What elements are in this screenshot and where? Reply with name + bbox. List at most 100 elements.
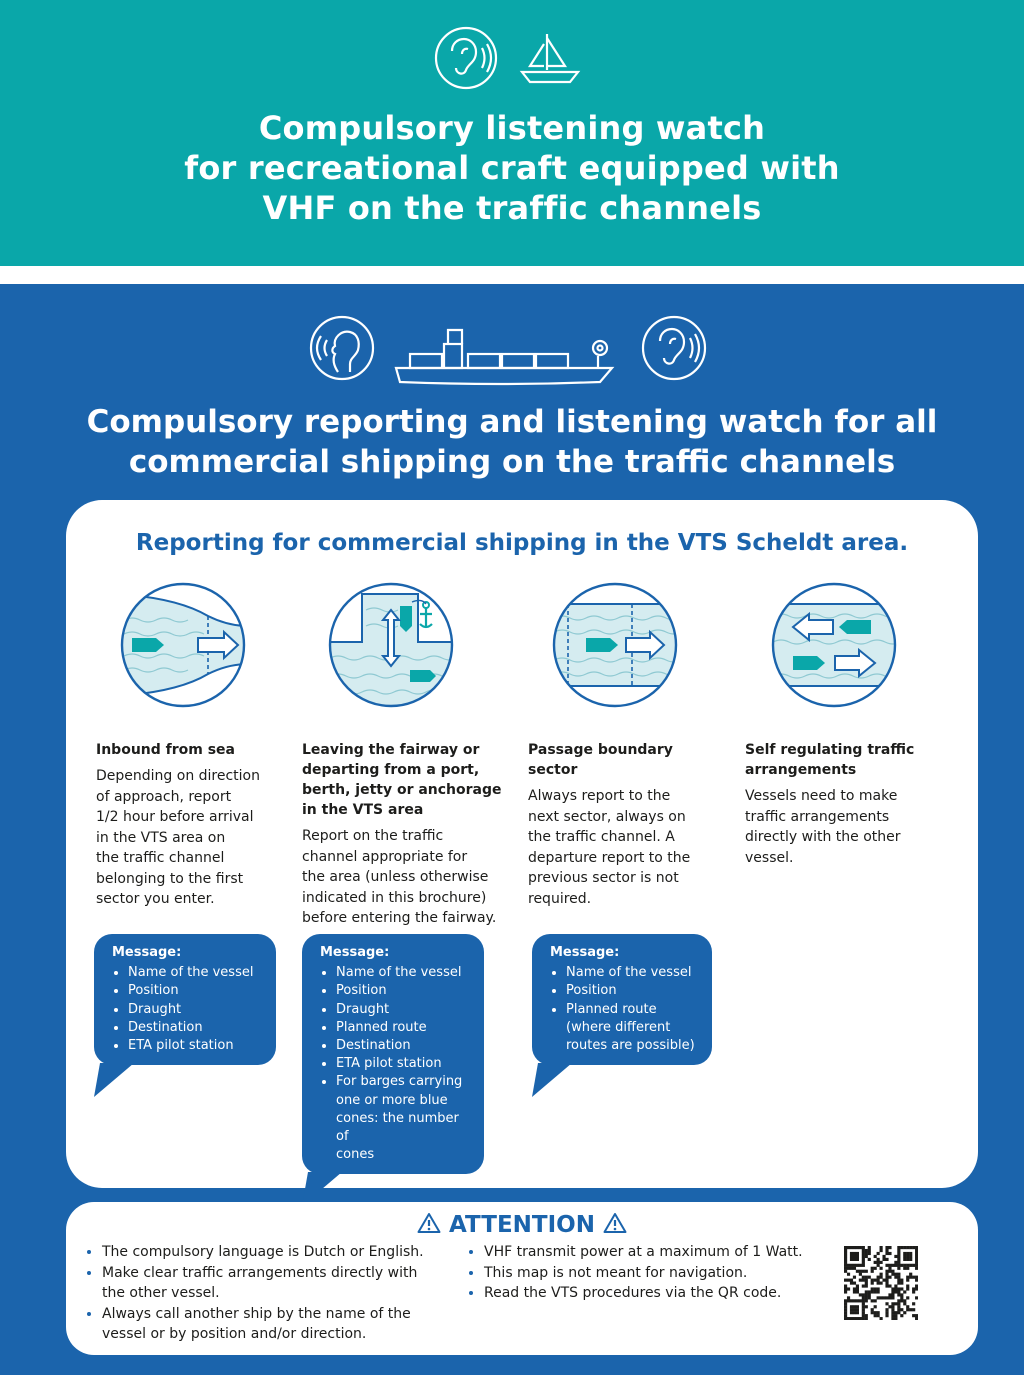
column-self-regulating: Self regulating traffic arrangements Ves… — [745, 580, 945, 868]
text-line: traffic arrangements — [745, 808, 890, 825]
attention-item: Read the VTS procedures via the QR code. — [484, 1283, 844, 1304]
message-item: Draught — [336, 1001, 470, 1019]
message-item-line: cones: the number of — [336, 1110, 459, 1145]
column-title: Self regulating traffic arrangements — [745, 740, 945, 780]
column-description: Vessels need to make traffic arrangement… — [745, 786, 945, 868]
column-title: Leaving the fairway or departing from a … — [302, 740, 512, 820]
message-item: Position — [128, 982, 262, 1000]
column-title: Inbound from sea — [96, 740, 266, 760]
qr-code[interactable] — [844, 1246, 918, 1320]
recreational-craft-title: Compulsory listening watch for recreatio… — [0, 108, 1024, 228]
text-line: 1/2 hour before arrival — [96, 809, 254, 825]
attention-item-line: Always call another ship by the name of … — [102, 1305, 411, 1322]
title-line: Self regulating traffic — [745, 742, 915, 758]
column-description: Always report to the next sector, always… — [528, 786, 718, 909]
column-description: Report on the traffic channel appropriat… — [302, 826, 512, 929]
message-item-line: routes are possible) — [566, 1038, 695, 1054]
attention-item: The compulsory language is Dutch or Engl… — [102, 1242, 482, 1263]
title-line: in the VTS area — [302, 802, 424, 818]
column-leaving-fairway: Leaving the fairway or departing from a … — [302, 580, 512, 929]
attention-item: VHF transmit power at a maximum of 1 Wat… — [484, 1242, 844, 1263]
bubble-tail — [302, 1172, 342, 1207]
text-line: required. — [528, 890, 592, 907]
text-line: belonging to the first — [96, 870, 244, 887]
speaking-head-icon — [309, 315, 375, 381]
title-line: departing from a port, — [302, 762, 480, 778]
cargo-ship-icon — [394, 328, 615, 386]
attention-heading: ATTENTION — [66, 1210, 978, 1240]
message-item: Name of the vessel — [128, 964, 262, 982]
message-list: Name of the vessel Position Planned rout… — [550, 964, 698, 1055]
message-bubble-leaving-fairway: Message: Name of the vessel Position Dra… — [302, 934, 484, 1207]
column-inbound-from-sea: Inbound from sea Depending on direction … — [96, 580, 266, 910]
attention-item: Make clear traffic arrangements directly… — [102, 1263, 482, 1304]
message-item-line: (where different — [566, 1019, 671, 1035]
message-bubble-inbound: Message: Name of the vessel Position Dra… — [94, 934, 276, 1098]
attention-item: Always call another ship by the name of … — [102, 1304, 482, 1345]
warning-icon — [417, 1213, 441, 1233]
title-line: berth, jetty or anchorage — [302, 782, 502, 798]
blue-icons — [309, 315, 707, 386]
self-regulating-traffic-icon — [771, 582, 897, 708]
attention-list-left: The compulsory language is Dutch or Engl… — [86, 1242, 482, 1345]
title-line: Inbound from sea — [96, 742, 235, 758]
message-item-line: one or more blue — [336, 1092, 448, 1108]
message-item: Position — [336, 982, 470, 1000]
recreational-title-line: Compulsory listening watch — [258, 109, 766, 147]
passage-boundary-icon — [552, 582, 678, 708]
text-line: indicated in this brochure) — [302, 889, 487, 906]
message-item: Name of the vessel — [336, 964, 470, 982]
attention-title: ATTENTION — [449, 1212, 595, 1238]
recreational-craft-section: Compulsory listening watch for recreatio… — [0, 0, 1024, 266]
text-line: directly with the other — [745, 829, 901, 845]
text-line: previous sector is not — [528, 870, 679, 886]
message-item: Planned route — [336, 1019, 470, 1037]
commercial-title-line: commercial shipping on the traffic chann… — [128, 444, 896, 480]
message-item: Draught — [128, 1001, 262, 1019]
reporting-heading: Reporting for commercial shipping in the… — [135, 530, 909, 556]
text-line: Always report to the — [528, 788, 671, 804]
text-line: the traffic channel — [96, 850, 225, 866]
message-item: Position — [566, 982, 698, 1000]
reporting-card: Reporting for commercial shipping in the… — [66, 500, 978, 1207]
message-label: Message: — [320, 945, 390, 960]
ear-icon — [434, 26, 498, 90]
title-line: Leaving the fairway or — [302, 742, 480, 758]
recreational-title-line: VHF on the traffic channels — [262, 189, 762, 227]
text-line: vessel. — [745, 849, 794, 866]
warning-icon — [603, 1213, 627, 1233]
message-item-line: For barges carrying — [336, 1074, 463, 1090]
attention-item-line: vessel or by position and/or direction. — [102, 1326, 367, 1342]
recreational-title-line: for recreational craft equipped with — [184, 149, 840, 187]
message-label: Message: — [550, 945, 620, 960]
column-title: Passage boundary sector — [528, 740, 718, 780]
attention-card: ATTENTION The compulsory language is Dut… — [66, 1202, 978, 1355]
message-item: For barges carrying one or more blue con… — [336, 1073, 470, 1164]
text-line: Depending on direction — [96, 768, 260, 784]
text-line: departure report to the — [528, 849, 691, 866]
message-list: Name of the vessel Position Draught Plan… — [320, 964, 470, 1164]
inbound-from-sea-icon — [120, 582, 246, 708]
text-line: before entering the fairway. — [302, 910, 497, 926]
attention-list-right: VHF transmit power at a maximum of 1 Wat… — [468, 1242, 844, 1304]
text-line: channel appropriate for — [302, 848, 468, 865]
title-line: sector — [528, 762, 578, 778]
message-label: Message: — [112, 945, 182, 960]
bubble-tail — [94, 1063, 134, 1098]
message-item-line: cones — [336, 1147, 375, 1163]
text-line: of approach, report — [96, 788, 232, 805]
sailboat-icon — [519, 34, 581, 84]
teal-icons — [434, 26, 581, 90]
attention-item-line: Make clear traffic arrangements directly… — [102, 1264, 418, 1281]
message-list: Name of the vessel Position Draught Dest… — [112, 964, 262, 1055]
message-item: Name of the vessel — [566, 964, 698, 982]
message-item: ETA pilot station — [336, 1055, 470, 1073]
text-line: in the VTS area on — [96, 829, 226, 846]
column-description: Depending on direction of approach, repo… — [96, 766, 266, 910]
message-item: Destination — [336, 1037, 470, 1055]
message-item-line: Planned route — [566, 1001, 657, 1017]
text-line: Report on the traffic — [302, 828, 444, 844]
ear-icon — [641, 315, 707, 381]
commercial-title-line: Compulsory reporting and listening watch… — [86, 404, 938, 440]
text-line: next sector, always on — [528, 808, 686, 825]
